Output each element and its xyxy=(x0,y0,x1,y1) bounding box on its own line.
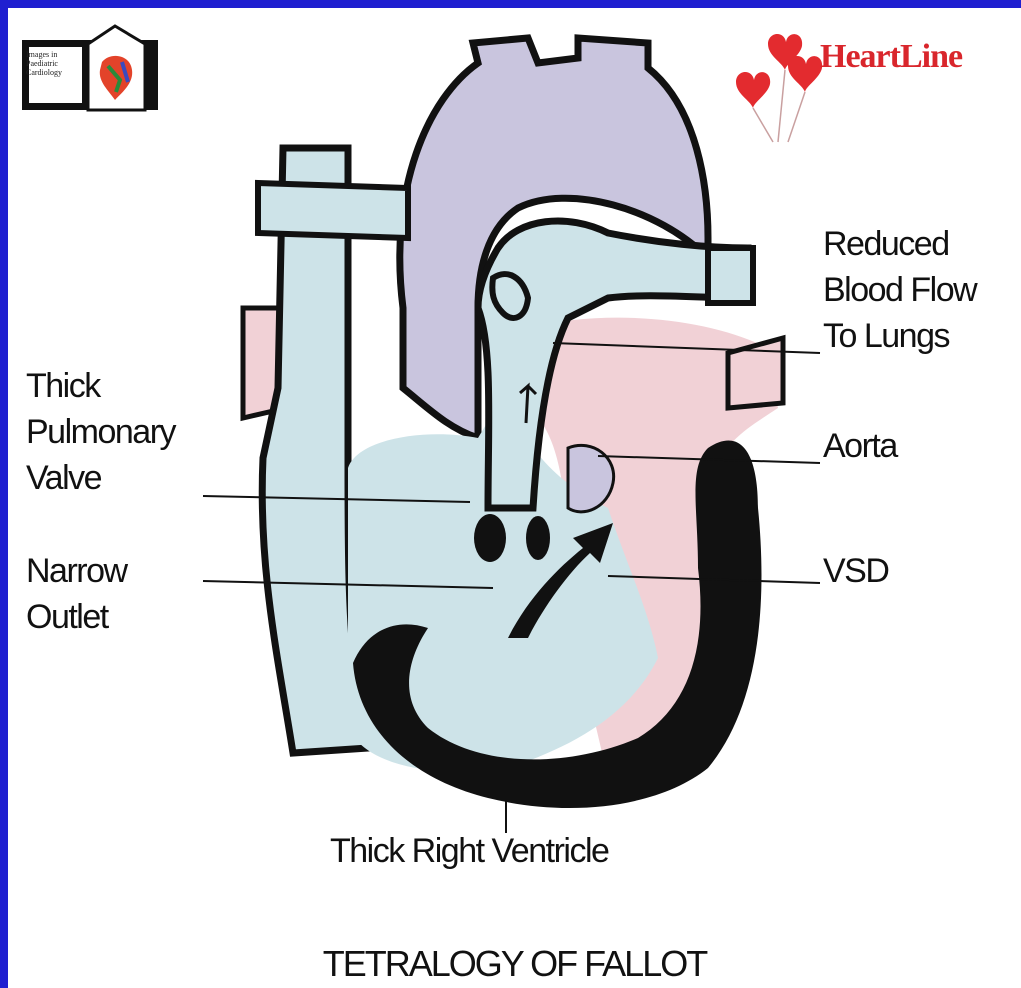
label-line: Narrow xyxy=(26,548,127,594)
right-pulmonary-vessel xyxy=(708,248,753,303)
diagram-caption: TETRALOGY OF FALLOT xyxy=(8,943,1021,985)
label-line: Reduced xyxy=(823,221,976,267)
heart-icon xyxy=(788,56,822,92)
pulmonary-valve-left xyxy=(474,514,506,562)
logo-left-text: Images in Paediatric Cardiology xyxy=(26,50,76,77)
pulmonary-valve-right xyxy=(526,516,550,560)
label-line: Valve xyxy=(26,455,175,501)
label-line: Pulmonary xyxy=(26,409,175,455)
cross-vessel xyxy=(258,183,408,238)
label-thick-pulmonary-valve: Thick Pulmonary Valve xyxy=(26,363,175,501)
upper-pink-vessel xyxy=(728,338,783,408)
logo-text-line: Cardiology xyxy=(26,68,76,77)
logo-text-line: Paediatric xyxy=(26,59,76,68)
label-line: Thick xyxy=(26,363,175,409)
label-line: VSD xyxy=(823,548,888,594)
label-line: To Lungs xyxy=(823,313,976,359)
label-line: Outlet xyxy=(26,594,127,640)
label-narrow-outlet: Narrow Outlet xyxy=(26,548,127,640)
label-line: Blood Flow xyxy=(823,267,976,313)
label-thick-right-ventricle: Thick Right Ventricle xyxy=(330,828,608,874)
diagram-frame: Images in Paediatric Cardiology HeartLin… xyxy=(8,8,1021,988)
label-vsd: VSD xyxy=(823,548,888,594)
label-reduced-blood-flow: Reduced Blood Flow To Lungs xyxy=(823,221,976,359)
pulmonary-branch xyxy=(492,274,528,318)
label-line: Aorta xyxy=(823,423,897,469)
heartline-wordmark: HeartLine xyxy=(820,38,962,76)
heart-icon xyxy=(736,72,770,108)
label-line: Thick Right Ventricle xyxy=(330,828,608,874)
label-aorta: Aorta xyxy=(823,423,897,469)
logo-text-line: Images in xyxy=(26,50,76,59)
